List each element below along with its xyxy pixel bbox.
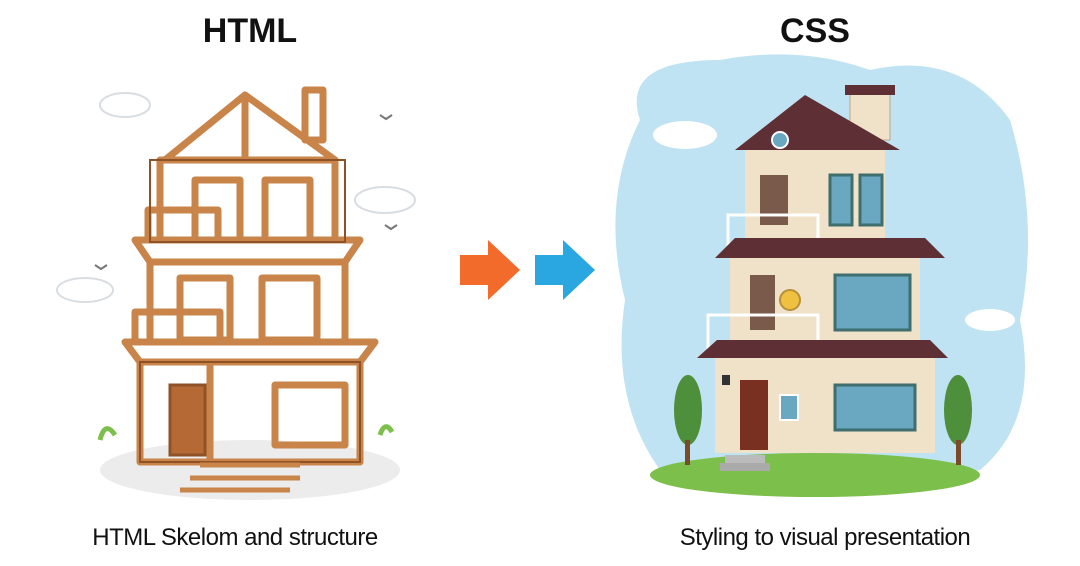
cloud-icon: [653, 121, 1015, 331]
cloud-icon: [56, 92, 416, 303]
html-caption: HTML Skelom and structure: [92, 524, 378, 551]
css-caption: Styling to visual presentation: [679, 524, 971, 551]
arrow-right-icon-blue: [535, 240, 595, 300]
styled-house-illustration: [615, 54, 1028, 497]
arrow-right-icon-orange: [460, 240, 520, 300]
wood-frame-house-illustration: [56, 86, 416, 500]
html-title: HTML: [202, 12, 298, 50]
css-title: CSS: [780, 12, 850, 50]
